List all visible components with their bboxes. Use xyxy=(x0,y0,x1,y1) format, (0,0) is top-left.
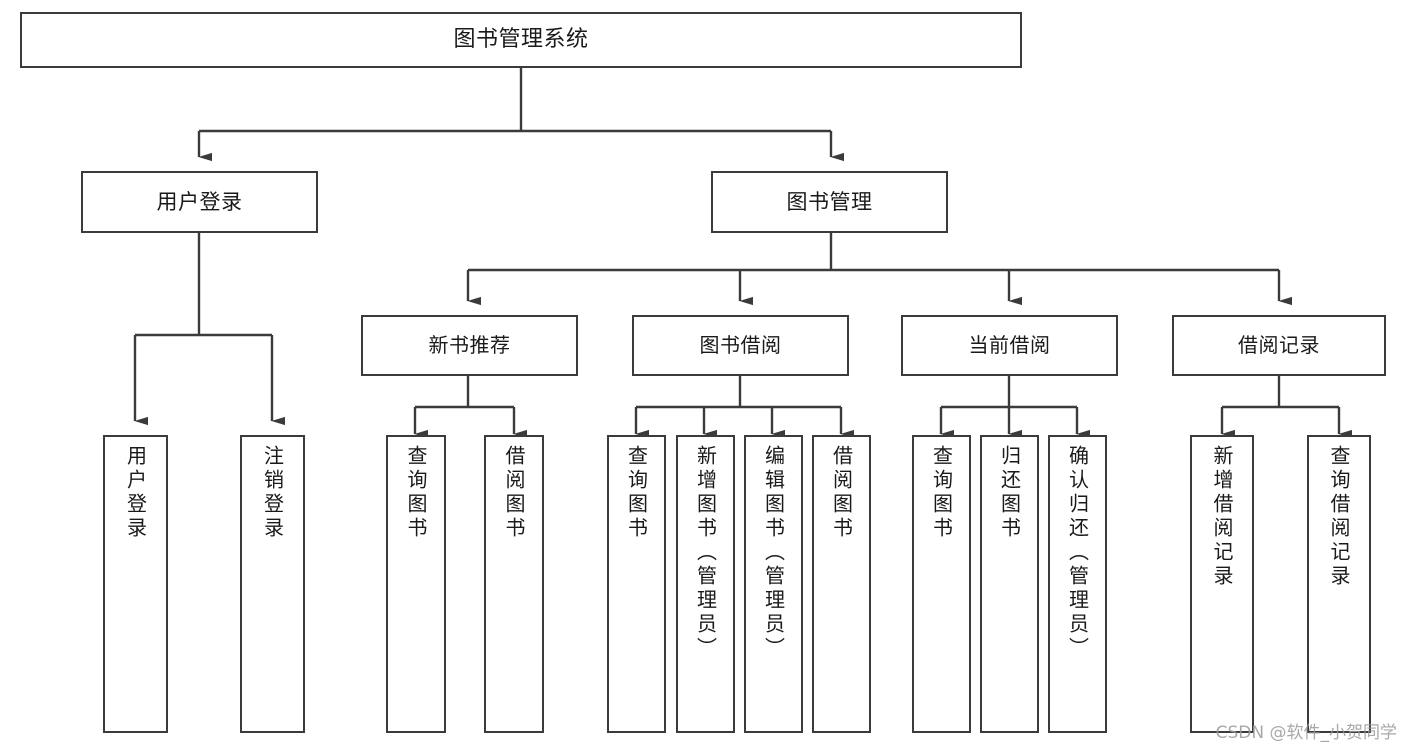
node-leaf-add-book-admin[interactable]: 新增图书（管理员） xyxy=(676,435,735,733)
node-label: 归还图书 xyxy=(997,445,1022,541)
node-label: 用户登录 xyxy=(156,189,243,214)
node-label: 当前借阅 xyxy=(968,333,1051,357)
node-leaf-query-borrow-record[interactable]: 查询借阅记录 xyxy=(1307,435,1371,733)
node-leaf-query-book-current[interactable]: 查询图书 xyxy=(912,435,971,733)
node-root-book-management-system[interactable]: 图书管理系统 xyxy=(20,12,1022,68)
node-label: 查询图书 xyxy=(929,445,954,541)
node-label: 新增图书（管理员） xyxy=(693,445,718,661)
node-book-management[interactable]: 图书管理 xyxy=(711,171,948,233)
node-borrow-record[interactable]: 借阅记录 xyxy=(1172,315,1386,376)
node-label: 借阅记录 xyxy=(1238,333,1320,357)
node-leaf-borrow-book[interactable]: 借阅图书 xyxy=(812,435,871,733)
node-leaf-borrow-book-new[interactable]: 借阅图书 xyxy=(484,435,544,733)
node-user-login[interactable]: 用户登录 xyxy=(81,171,318,233)
node-label: 新书推荐 xyxy=(428,333,511,357)
node-current-borrow[interactable]: 当前借阅 xyxy=(901,315,1118,376)
node-label: 查询图书 xyxy=(624,445,649,541)
node-leaf-user-login[interactable]: 用户登录 xyxy=(103,435,168,733)
node-label: 注销登录 xyxy=(260,445,285,541)
node-leaf-query-book-borrow[interactable]: 查询图书 xyxy=(607,435,666,733)
node-leaf-edit-book-admin[interactable]: 编辑图书（管理员） xyxy=(744,435,803,733)
node-label: 图书借阅 xyxy=(699,333,782,357)
node-leaf-logout[interactable]: 注销登录 xyxy=(240,435,305,733)
node-leaf-return-book[interactable]: 归还图书 xyxy=(980,435,1039,733)
csdn-watermark: CSDN @软件_小贺同学 xyxy=(1215,723,1397,743)
node-label: 新增借阅记录 xyxy=(1210,445,1234,589)
node-book-borrow[interactable]: 图书借阅 xyxy=(632,315,849,376)
node-leaf-add-borrow-record[interactable]: 新增借阅记录 xyxy=(1190,435,1254,733)
node-label: 用户登录 xyxy=(123,445,148,541)
node-label: 查询图书 xyxy=(404,445,428,541)
node-leaf-query-book-new[interactable]: 查询图书 xyxy=(386,435,446,733)
node-label: 借阅图书 xyxy=(829,445,854,541)
node-leaf-confirm-return-admin[interactable]: 确认归还（管理员） xyxy=(1048,435,1107,733)
node-label: 编辑图书（管理员） xyxy=(761,445,786,661)
node-label: 查询借阅记录 xyxy=(1327,445,1351,589)
node-label: 图书管理 xyxy=(786,189,873,214)
node-label: 确认归还（管理员） xyxy=(1065,445,1090,661)
node-new-book-recommend[interactable]: 新书推荐 xyxy=(361,315,578,376)
node-label: 图书管理系统 xyxy=(453,27,589,53)
node-label: 借阅图书 xyxy=(502,445,526,541)
